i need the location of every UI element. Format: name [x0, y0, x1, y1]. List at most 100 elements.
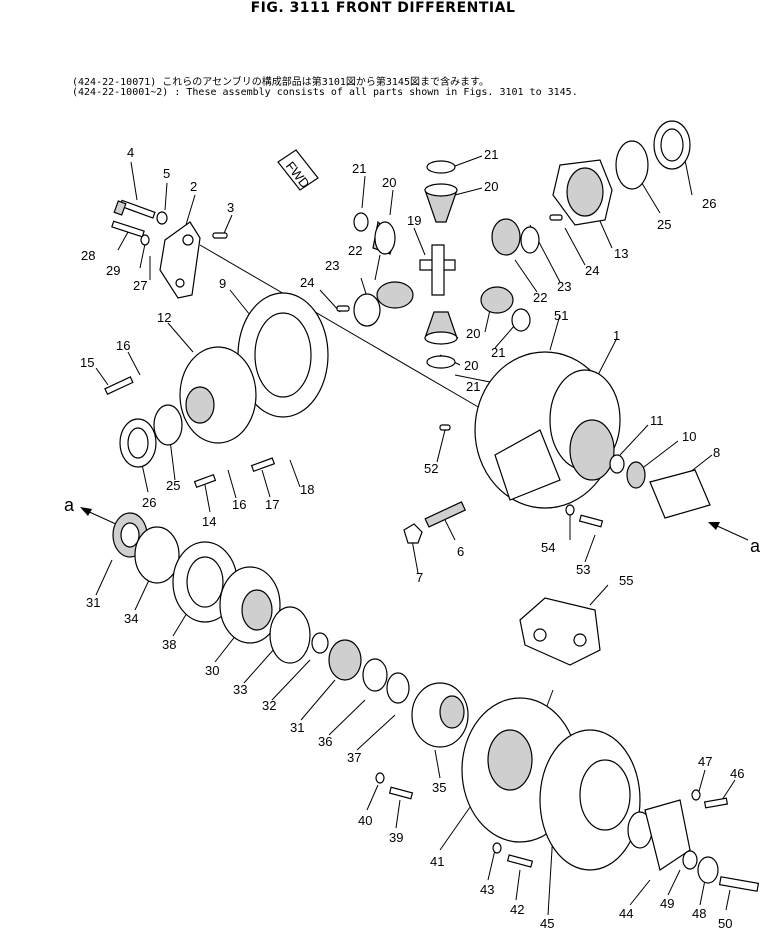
callout-24b: 24 [300, 275, 314, 290]
callout-55: 55 [619, 573, 633, 588]
callout-20d: 20 [464, 358, 478, 373]
callout-23a: 23 [557, 279, 571, 294]
callout-17: 17 [265, 497, 279, 512]
callout-23b: 23 [325, 258, 339, 273]
washer-40 [375, 772, 385, 784]
callout-20b: 20 [484, 179, 498, 194]
callout-19: 19 [407, 213, 421, 228]
callout-14: 14 [202, 514, 216, 529]
callout-31a: 31 [86, 595, 100, 610]
callout-26b: 26 [142, 495, 156, 510]
callout-45: 45 [540, 916, 554, 931]
callout-40: 40 [358, 813, 372, 828]
callout-36: 36 [318, 734, 332, 749]
callout-49: 49 [660, 896, 674, 911]
nut-7 [403, 523, 423, 544]
callout-43: 43 [480, 882, 494, 897]
callout-22b: 22 [533, 290, 547, 305]
washer-49 [682, 850, 698, 870]
bolt-14 [193, 473, 217, 489]
callout-44: 44 [619, 906, 633, 921]
ring-gear-part [237, 292, 329, 418]
spider-gears [336, 160, 563, 369]
diff-case-12 [119, 346, 257, 468]
callout-2: 2 [190, 179, 197, 194]
callout-16a: 16 [116, 338, 130, 353]
callout-22a: 22 [348, 243, 362, 258]
bolt-46 [703, 797, 729, 809]
callout-20a: 20 [382, 175, 396, 190]
leader-lines [95, 155, 736, 916]
callout-41: 41 [430, 854, 444, 869]
washer-29 [140, 234, 150, 246]
bolt-39 [388, 786, 414, 800]
note-line-2: (424-22-10001~2) : These assembly consis… [72, 87, 578, 98]
figure-title: FIG. 3111 FRONT DIFFERENTIAL [250, 0, 516, 16]
callout-21c: 21 [491, 345, 505, 360]
callout-20c: 20 [466, 326, 480, 341]
main-housing-part [474, 351, 621, 509]
callout-3: 3 [227, 200, 234, 215]
callout-30: 30 [205, 663, 219, 678]
callout-31b: 31 [290, 720, 304, 735]
callout-39: 39 [389, 830, 403, 845]
stud-6 [424, 501, 467, 528]
washer-5 [156, 211, 168, 225]
bolt-42 [506, 854, 534, 868]
callout-53: 53 [576, 562, 590, 577]
callout-9: 9 [219, 276, 226, 291]
washer-54 [565, 504, 575, 516]
lower-bearings [112, 512, 410, 704]
valve-55 [519, 597, 601, 666]
callout-15: 15 [80, 355, 94, 370]
callout-46: 46 [730, 766, 744, 781]
washer-43 [492, 842, 502, 854]
washer-48 [697, 856, 719, 884]
callout-24a: 24 [585, 263, 599, 278]
callout-32: 32 [262, 698, 276, 713]
callout-47: 47 [698, 754, 712, 769]
bolt-15 [104, 376, 134, 396]
callout-48: 48 [692, 906, 706, 921]
fwd-arrow-icon: FWD [277, 149, 319, 191]
callout-21a: 21 [352, 161, 366, 176]
callout-35: 35 [432, 780, 446, 795]
bolt-53 [578, 514, 604, 528]
callout-51: 51 [554, 308, 568, 323]
callout-28: 28 [81, 248, 95, 263]
view-label-a-right: a [750, 536, 761, 556]
callout-52: 52 [424, 461, 438, 476]
view-label-a-left: a [64, 495, 75, 515]
callout-6: 6 [457, 544, 464, 559]
callout-18: 18 [300, 482, 314, 497]
pin-3 [212, 232, 228, 239]
callout-42: 42 [510, 902, 524, 917]
callout-27: 27 [133, 278, 147, 293]
callout-labels: 4 5 2 3 28 29 27 21 20 21 20 19 26 25 13… [64, 145, 761, 931]
bolt-17 [250, 457, 276, 473]
callout-4: 4 [127, 145, 134, 160]
bolt-50 [718, 876, 760, 892]
callout-25a: 25 [657, 217, 671, 232]
bolt-4 [113, 199, 156, 219]
diff-case-part [552, 120, 691, 226]
callout-10: 10 [682, 429, 696, 444]
callout-21d: 21 [466, 379, 480, 394]
callout-54: 54 [541, 540, 555, 555]
callout-25b: 25 [166, 478, 180, 493]
callout-1: 1 [613, 328, 620, 343]
callout-16b: 16 [232, 497, 246, 512]
bolt-28 [111, 220, 145, 238]
callout-34: 34 [124, 611, 138, 626]
callout-8: 8 [713, 445, 720, 460]
callout-38: 38 [162, 637, 176, 652]
callout-12: 12 [157, 310, 171, 325]
bracket-part [159, 221, 201, 299]
note-line-1: (424-22-10071) これらのアセンブリの構成部品は第3101図から第3… [72, 77, 489, 88]
brake-disc-45 [539, 729, 641, 871]
callout-13: 13 [614, 246, 628, 261]
view-arrow-left [80, 507, 119, 526]
callout-5: 5 [163, 166, 170, 181]
view-arrow-right [708, 522, 749, 541]
